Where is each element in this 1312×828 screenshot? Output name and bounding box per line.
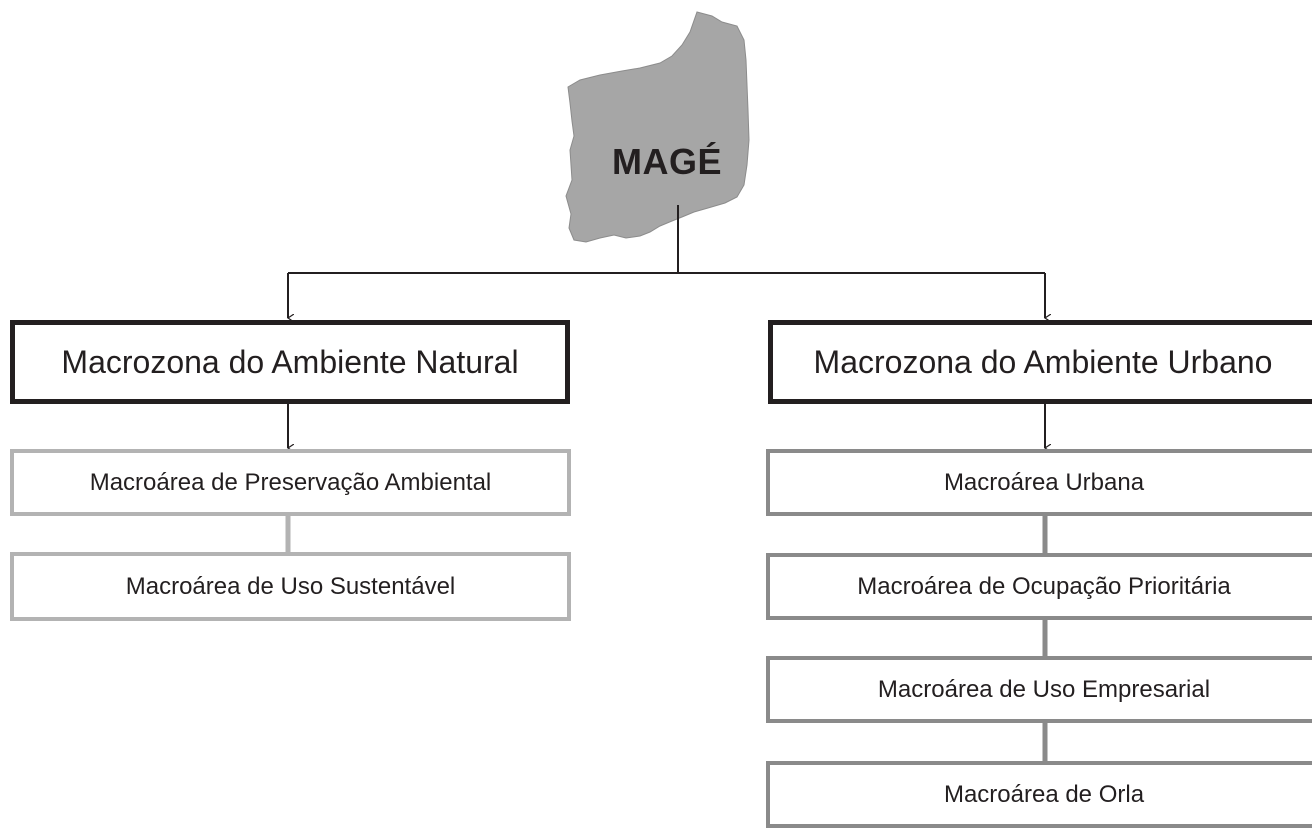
area-uso-sustentavel: Macroárea de Uso Sustentável (10, 552, 571, 621)
root-label-mage: MAGÉ (612, 141, 722, 182)
area-orla: Macroárea de Orla (766, 761, 1312, 828)
zone-natural: Macrozona do Ambiente Natural (10, 320, 570, 404)
zone-urban: Macrozona do Ambiente Urbano (768, 320, 1312, 404)
area-uso-empresarial: Macroárea de Uso Empresarial (766, 656, 1312, 723)
area-urbana: Macroárea Urbana (766, 449, 1312, 516)
area-ocupacao-prioritaria: Macroárea de Ocupação Prioritária (766, 553, 1312, 620)
area-preservacao-ambiental: Macroárea de Preservação Ambiental (10, 449, 571, 516)
mage-map-shape (565, 11, 750, 243)
